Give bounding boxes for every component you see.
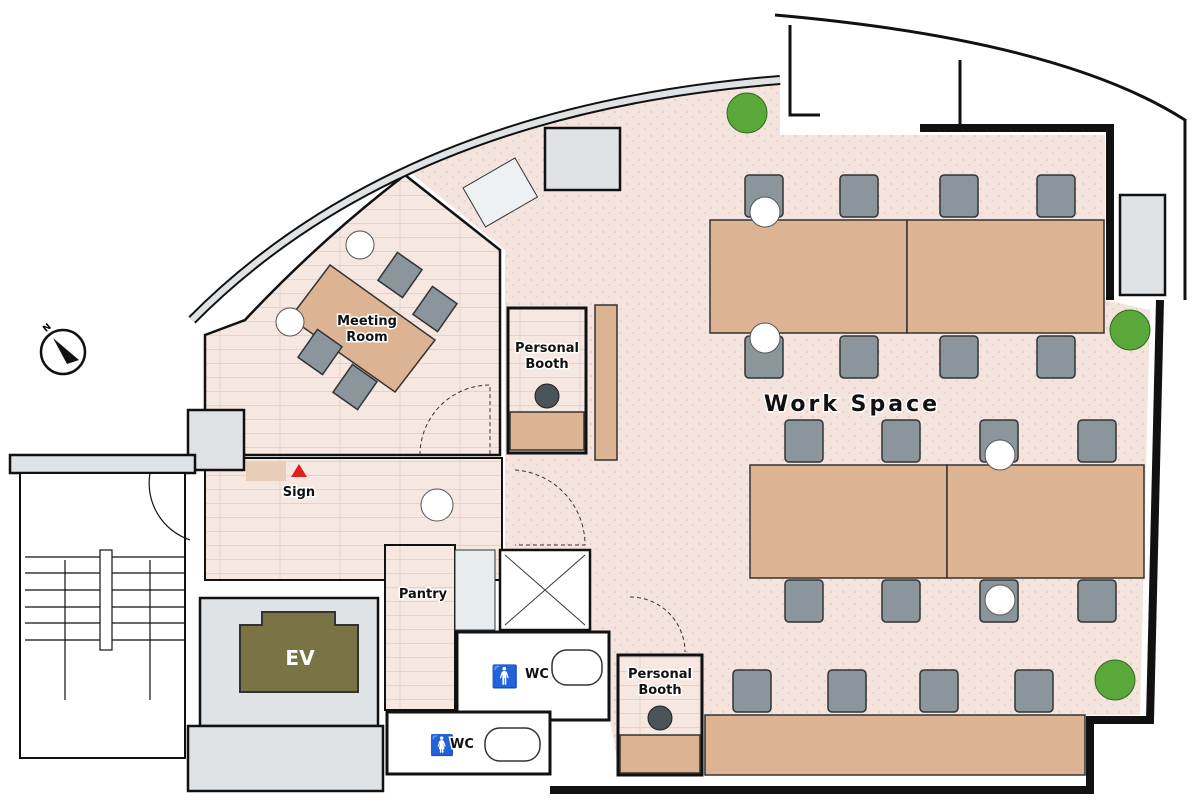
workspace-chairs (420, 174, 1117, 713)
person-icon: 🚺 (430, 733, 455, 757)
copier (462, 157, 539, 228)
desk-top-left (709, 219, 908, 334)
sink (454, 549, 496, 631)
ev-label: EV (285, 646, 315, 670)
meeting-room-label-2: Room (346, 330, 387, 345)
booth2-label-2: Booth (638, 683, 681, 698)
sign-marker-icon (291, 464, 307, 477)
booth2-label-1: Personal (628, 667, 692, 682)
left-column (186, 408, 246, 472)
stairs (25, 472, 191, 700)
desk-top-right (906, 219, 1105, 334)
wc2-label: WC (450, 737, 474, 752)
person-icon: 🚹 (491, 664, 518, 690)
plant-icon (1094, 659, 1136, 701)
booth1-label-1: Personal (515, 341, 579, 356)
meeting-table (288, 263, 437, 394)
plant-icon (726, 92, 768, 134)
plant-icon (1109, 309, 1151, 351)
shaft (498, 548, 592, 632)
booth1-label-2: Booth (525, 357, 568, 372)
meeting-room-label-1: Meeting (337, 314, 397, 329)
toilet-icon (551, 649, 603, 686)
compass-icon: N (39, 322, 87, 376)
doors (419, 384, 686, 653)
booth-partition (594, 304, 618, 461)
right-wall (550, 124, 1164, 794)
booth-desk (509, 411, 585, 451)
plants (726, 92, 1151, 701)
stair-top-wall (8, 453, 197, 475)
booth-chair (647, 705, 673, 731)
meeting-chairs (275, 230, 459, 411)
column (543, 126, 622, 192)
elevator-car (239, 611, 359, 693)
bench-desk (704, 714, 1086, 776)
right-column (1118, 193, 1167, 297)
booth-chair (534, 383, 560, 409)
wc1-label: WC (525, 667, 549, 682)
booth-desk (619, 734, 701, 774)
desk-bottom-right (946, 464, 1145, 579)
sign-shelf (246, 461, 286, 481)
pantry-floor (384, 544, 456, 711)
toilet-icon (484, 727, 541, 762)
sign-label: Sign (283, 485, 315, 500)
bottom-left-wall (186, 724, 385, 793)
pantry-label: Pantry (399, 587, 448, 602)
balcony (774, 13, 1187, 300)
work-space-label: Work Space (764, 392, 940, 417)
desk-bottom-left (749, 464, 948, 579)
